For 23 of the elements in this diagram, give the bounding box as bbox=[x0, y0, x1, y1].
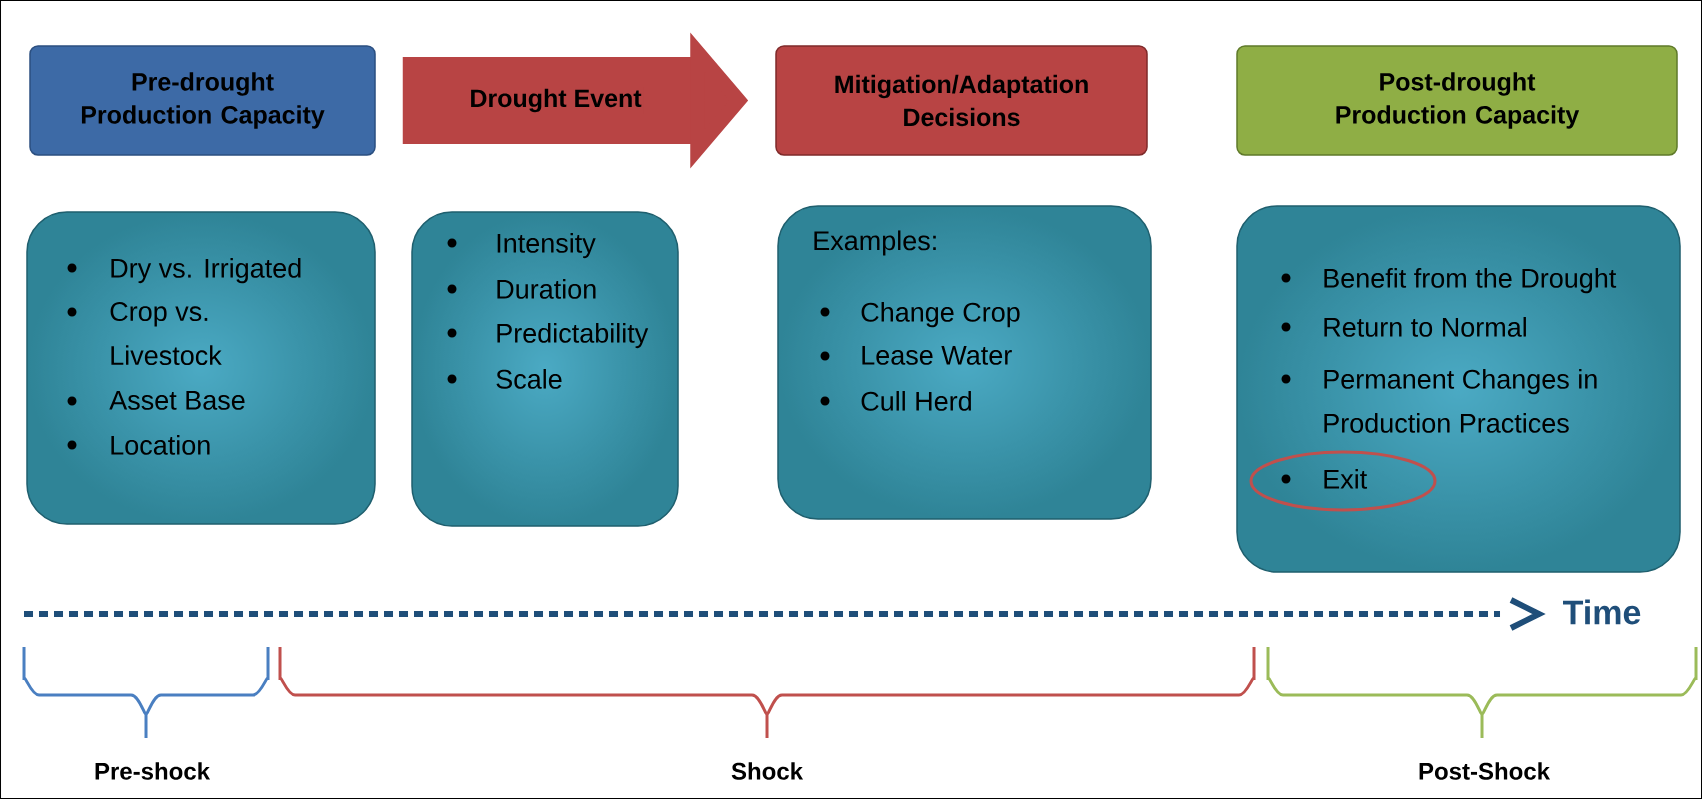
list-item: Change Crop bbox=[820, 302, 1020, 328]
brace-label: Post-Shock bbox=[1419, 762, 1551, 780]
list-item: Benefit from the Drought bbox=[1281, 268, 1617, 294]
brace-label: Pre-shock bbox=[95, 762, 211, 780]
list-item: Asset Base bbox=[67, 391, 245, 410]
list-item: Exit bbox=[1281, 469, 1367, 489]
header-box: Pre-drought Production Capacity bbox=[29, 45, 376, 156]
list-item: Return to Normal bbox=[1281, 317, 1526, 337]
list-item: Duration bbox=[447, 279, 596, 299]
list-item: Scale bbox=[447, 369, 562, 389]
list-item: Crop vs. Livestock bbox=[67, 302, 222, 366]
header-box: Mitigation/Adaptation Decisions bbox=[775, 45, 1148, 156]
list-item: Permanent Changes in Production Practices bbox=[1281, 369, 1597, 433]
list-item: Lease Water bbox=[820, 346, 1012, 365]
list-heading: Examples: bbox=[814, 230, 936, 256]
list-item: Location bbox=[67, 435, 210, 455]
header-box: Post-drought Production Capacity bbox=[1236, 45, 1678, 156]
list-item: Cull Herd bbox=[820, 391, 971, 411]
edge-label: Drought Event bbox=[467, 86, 644, 115]
list-item: Dry vs. Irrigated bbox=[67, 258, 301, 284]
list-item: Predictability bbox=[447, 323, 649, 349]
brace-label: Shock bbox=[731, 762, 804, 780]
list-item: Intensity bbox=[447, 233, 596, 259]
